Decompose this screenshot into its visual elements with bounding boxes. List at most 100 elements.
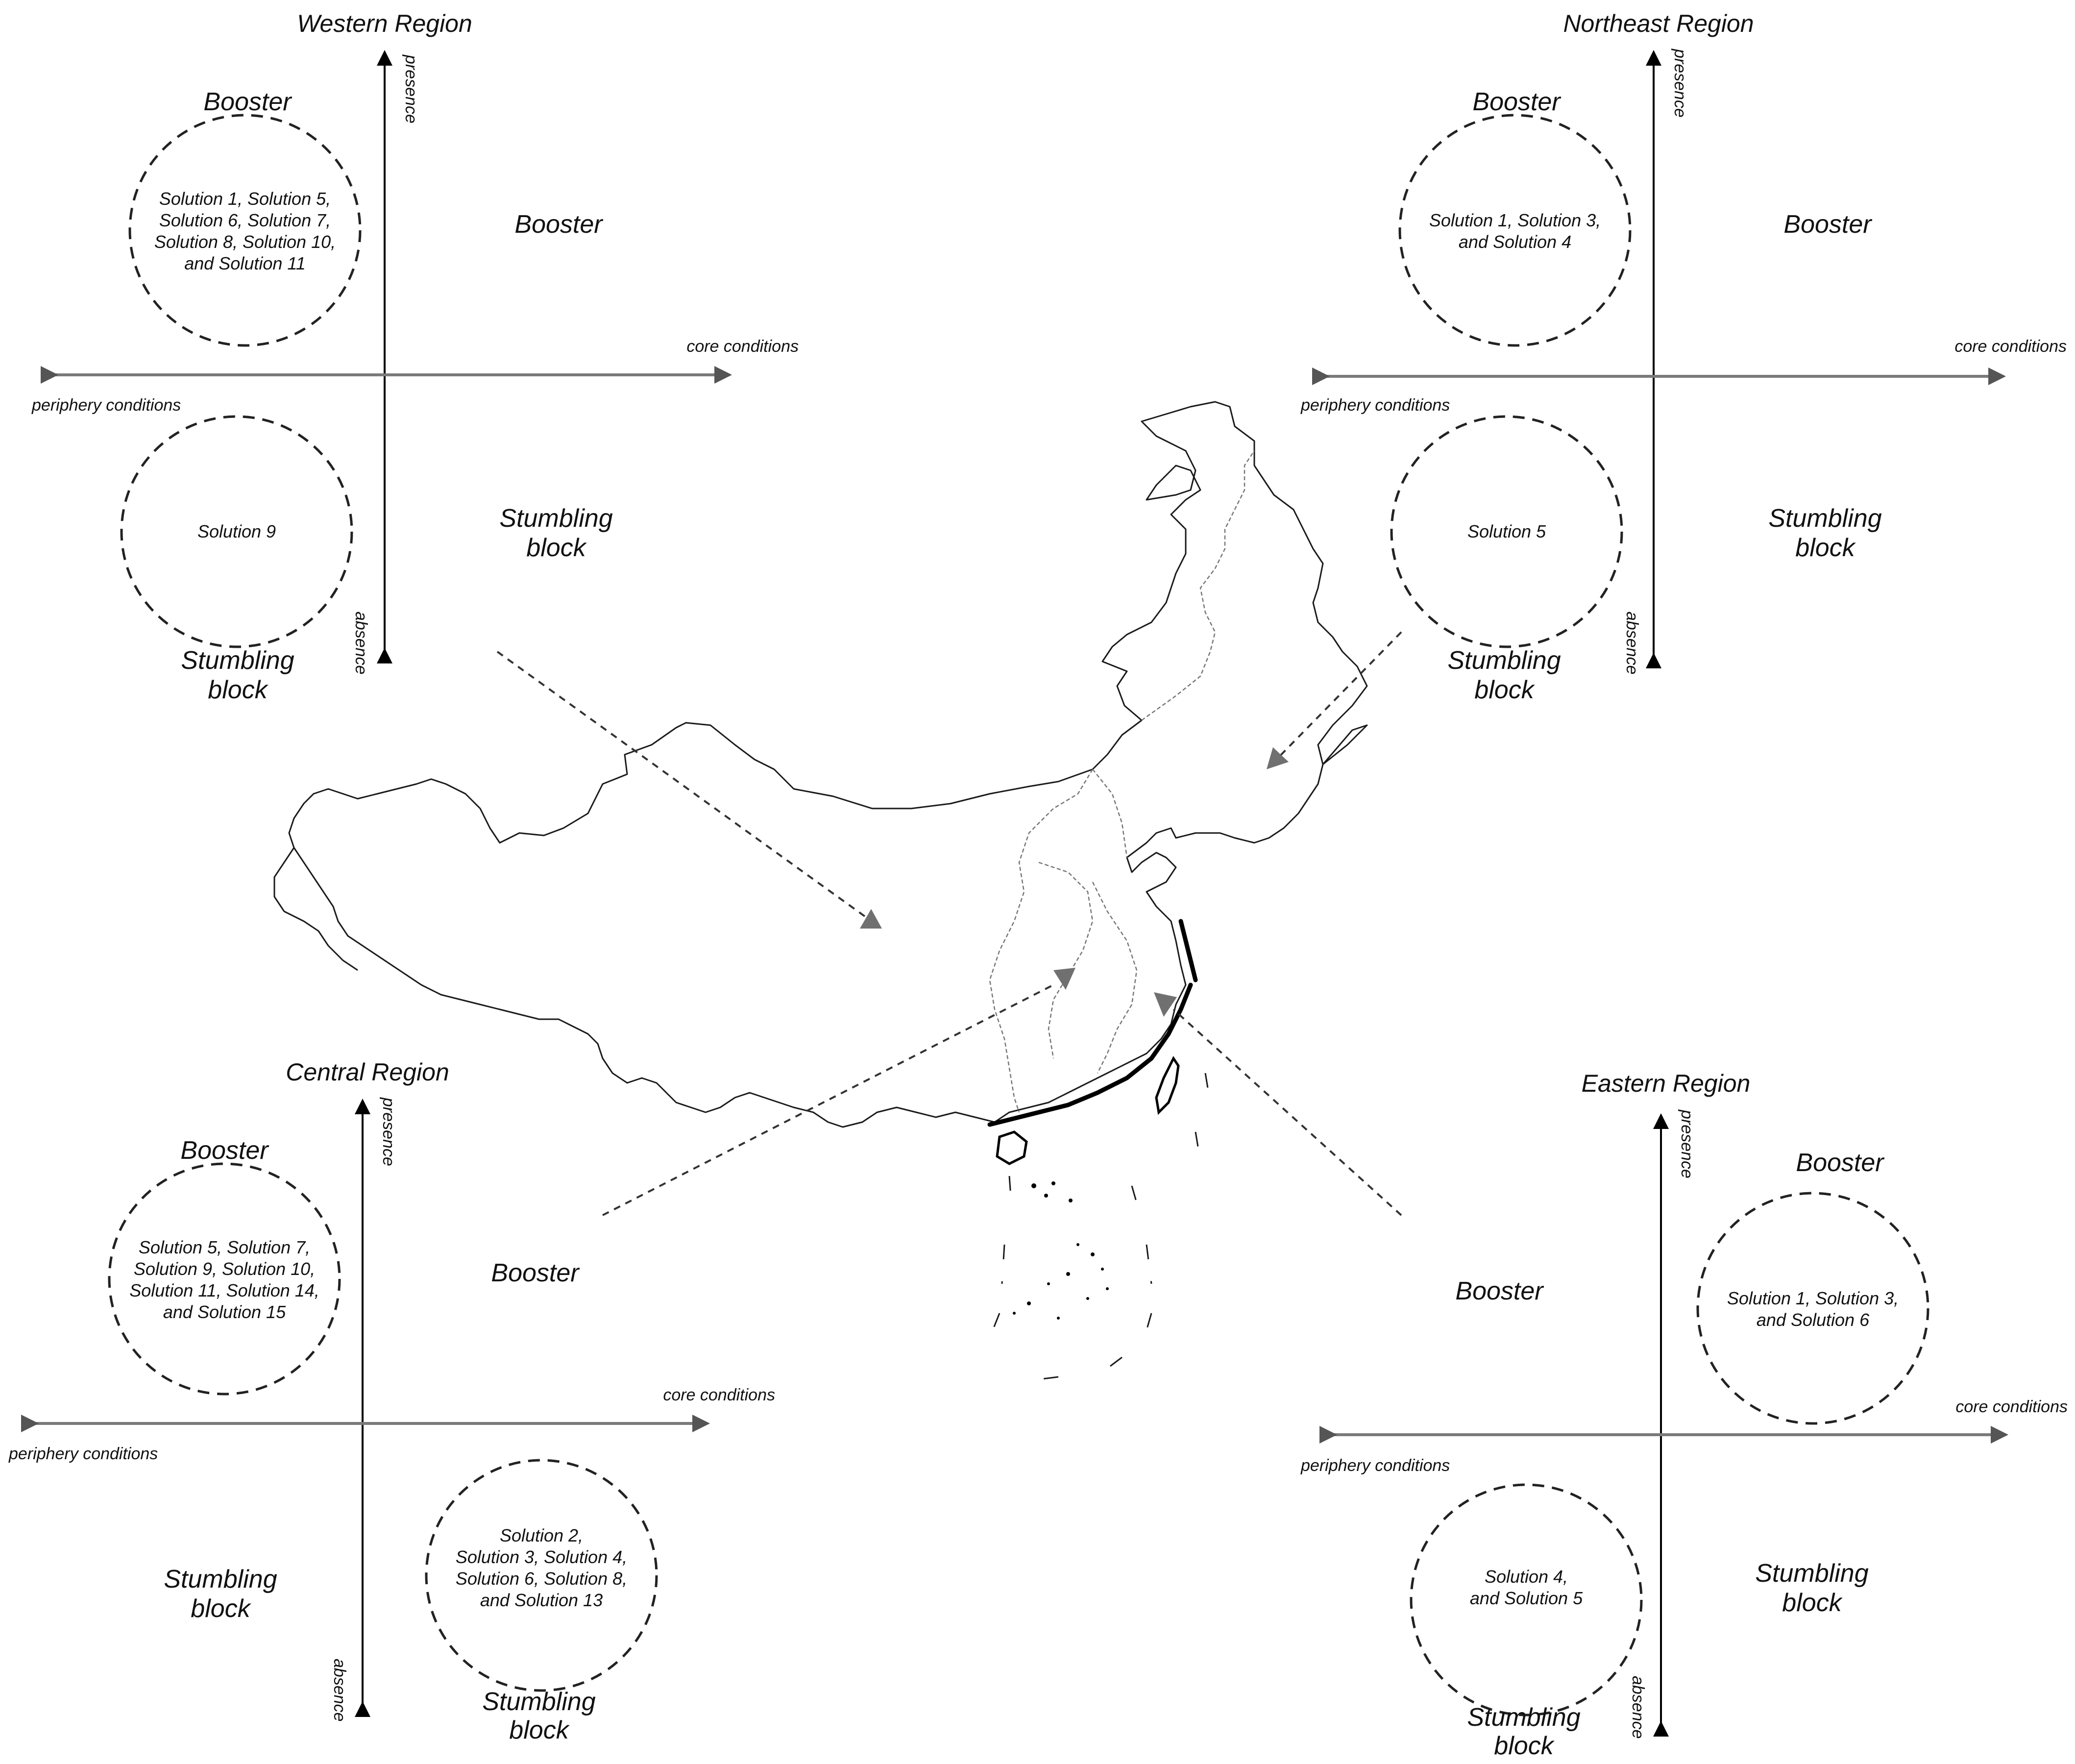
western-booster-solutions: Solution 1, Solution 5, Solution 6, Solu… <box>154 189 336 273</box>
solution-line: Solution 1, Solution 5, <box>159 189 331 209</box>
eastern-booster-quadrant-label: Booster <box>1455 1277 1544 1305</box>
map-east-coastline <box>1178 919 1198 982</box>
eastern-booster-circle-label: Booster <box>1796 1149 1885 1177</box>
island-dot <box>1086 1297 1089 1300</box>
northeast-connector-arrowhead <box>1267 747 1289 769</box>
solution-line: Solution 6, Solution 7, <box>159 210 331 230</box>
western-connector <box>496 651 866 917</box>
central-core-conditions-label: core conditions <box>663 1386 775 1404</box>
island-dot <box>1106 1287 1109 1290</box>
central-stumbling-quadrant-label-1: Stumbling <box>164 1565 277 1593</box>
western-stumbling-circle-label-2: block <box>208 676 269 704</box>
western-booster-circle <box>128 114 362 347</box>
map-internal-boundary-central <box>989 769 1094 1113</box>
northeast-periphery-conditions-label: periphery conditions <box>1300 396 1450 415</box>
map-west-detail <box>273 847 358 971</box>
western-booster-circle-label: Booster <box>203 88 293 116</box>
china-map <box>273 401 1368 1380</box>
panel-western-region: Western Region presence absence core con… <box>31 10 799 704</box>
solution-line: Solution 9, Solution 10, <box>134 1259 315 1279</box>
solution-line: and Solution 5 <box>1470 1588 1583 1608</box>
northeast-stumbling-quadrant-label-2: block <box>1795 534 1856 562</box>
central-connector <box>602 984 1054 1216</box>
island-dot <box>1013 1312 1016 1315</box>
eastern-connector-arrowhead <box>1154 992 1177 1017</box>
western-region-title: Western Region <box>297 10 472 37</box>
northeast-stumbling-solution: Solution 5 <box>1467 521 1546 541</box>
island-dot <box>1057 1317 1060 1320</box>
central-stumbling-circle-label-2: block <box>509 1716 570 1744</box>
island-dot <box>1076 1243 1079 1246</box>
solution-line: Solution 5, Solution 7, <box>139 1237 310 1257</box>
map-internal-boundary-inner <box>1038 861 1094 1059</box>
solution-line: and Solution 6 <box>1757 1310 1870 1330</box>
northeast-stumbling-quadrant-label-1: Stumbling <box>1768 504 1881 533</box>
central-stumbling-quadrant-label-2: block <box>191 1594 251 1623</box>
solution-line: Solution 11, Solution 14, <box>129 1280 319 1300</box>
central-presence-label: presence <box>379 1097 398 1166</box>
map-internal-boundary-northeast <box>1141 450 1255 721</box>
island-dot <box>1027 1301 1031 1305</box>
island-dot <box>1101 1268 1104 1271</box>
central-booster-quadrant-label: Booster <box>491 1259 580 1287</box>
eastern-stumbling-quadrant-label-2: block <box>1782 1589 1843 1617</box>
solution-line: Solution 6, Solution 8, <box>456 1568 627 1589</box>
northeast-region-title: Northeast Region <box>1563 10 1754 37</box>
panel-eastern-region: Eastern Region presence absence core con… <box>1300 1070 2068 1760</box>
region-connectors <box>496 631 1402 1216</box>
northeast-presence-label: presence <box>1671 49 1689 118</box>
northeast-absence-label: absence <box>1623 612 1641 675</box>
northeast-stumbling-circle-label-1: Stumbling <box>1447 646 1561 675</box>
solution-line: and Solution 11 <box>184 253 306 273</box>
island-dot <box>1066 1272 1070 1276</box>
western-presence-label: presence <box>402 54 420 123</box>
central-connector-arrowhead <box>1053 968 1075 990</box>
western-core-conditions-label: core conditions <box>686 337 799 356</box>
eastern-absence-label: absence <box>1629 1676 1647 1739</box>
northeast-booster-circle-label: Booster <box>1472 88 1562 116</box>
northeast-stumbling-circle-label-2: block <box>1474 676 1535 704</box>
western-connector-arrowhead <box>860 909 882 929</box>
map-south-sea-islands <box>1013 1181 1109 1320</box>
panel-central-region: Central Region presence absence core con… <box>8 1058 775 1744</box>
western-stumbling-circle-label-1: Stumbling <box>181 646 294 675</box>
northeast-booster-circle <box>1398 114 1632 347</box>
western-booster-quadrant-label: Booster <box>514 210 604 239</box>
solution-line: and Solution 4 <box>1459 232 1571 252</box>
eastern-stumbling-circle-label-2: block <box>1494 1732 1555 1760</box>
central-booster-circle <box>108 1162 341 1396</box>
map-taiwan-island <box>1155 1056 1180 1115</box>
island-dot <box>1069 1199 1073 1202</box>
island-dot <box>1047 1282 1050 1285</box>
central-absence-label: absence <box>330 1659 349 1722</box>
eastern-periphery-conditions-label: periphery conditions <box>1300 1456 1450 1475</box>
solution-line: Solution 4, <box>1485 1567 1568 1587</box>
central-region-title: Central Region <box>286 1058 449 1086</box>
western-stumbling-quadrant-label-1: Stumbling <box>499 504 612 533</box>
map-outer-border <box>288 401 1368 1128</box>
island-dot <box>1031 1183 1036 1188</box>
eastern-region-title: Eastern Region <box>1582 1070 1751 1097</box>
solution-line: Solution 1, Solution 3, <box>1727 1288 1899 1308</box>
map-internal-boundary-east <box>1092 769 1138 1074</box>
eastern-booster-solutions: Solution 1, Solution 3, and Solution 6 <box>1727 1288 1899 1330</box>
island-dot <box>1044 1194 1048 1198</box>
solution-line: Solution 2, <box>500 1525 583 1545</box>
panel-northeast-region: Northeast Region presence absence core c… <box>1300 10 2067 704</box>
northeast-booster-solutions: Solution 1, Solution 3, and Solution 4 <box>1429 210 1601 252</box>
eastern-stumbling-quadrant-label-1: Stumbling <box>1755 1559 1868 1588</box>
eastern-stumbling-circle <box>1410 1483 1643 1716</box>
solution-line: and Solution 13 <box>480 1590 603 1610</box>
central-booster-solutions: Solution 5, Solution 7, Solution 9, Solu… <box>129 1237 319 1322</box>
northeast-core-conditions-label: core conditions <box>1954 337 2067 356</box>
eastern-booster-circle <box>1696 1192 1929 1425</box>
island-dot <box>1091 1252 1095 1256</box>
central-stumbling-solutions: Solution 2, Solution 3, Solution 4, Solu… <box>456 1525 627 1610</box>
western-stumbling-quadrant-label-2: block <box>526 534 587 562</box>
northeast-booster-quadrant-label: Booster <box>1783 210 1873 239</box>
solution-line: Solution 3, Solution 4, <box>456 1547 627 1567</box>
map-hainan-island <box>996 1130 1028 1165</box>
western-absence-label: absence <box>352 612 370 675</box>
central-booster-circle-label: Booster <box>180 1136 269 1165</box>
